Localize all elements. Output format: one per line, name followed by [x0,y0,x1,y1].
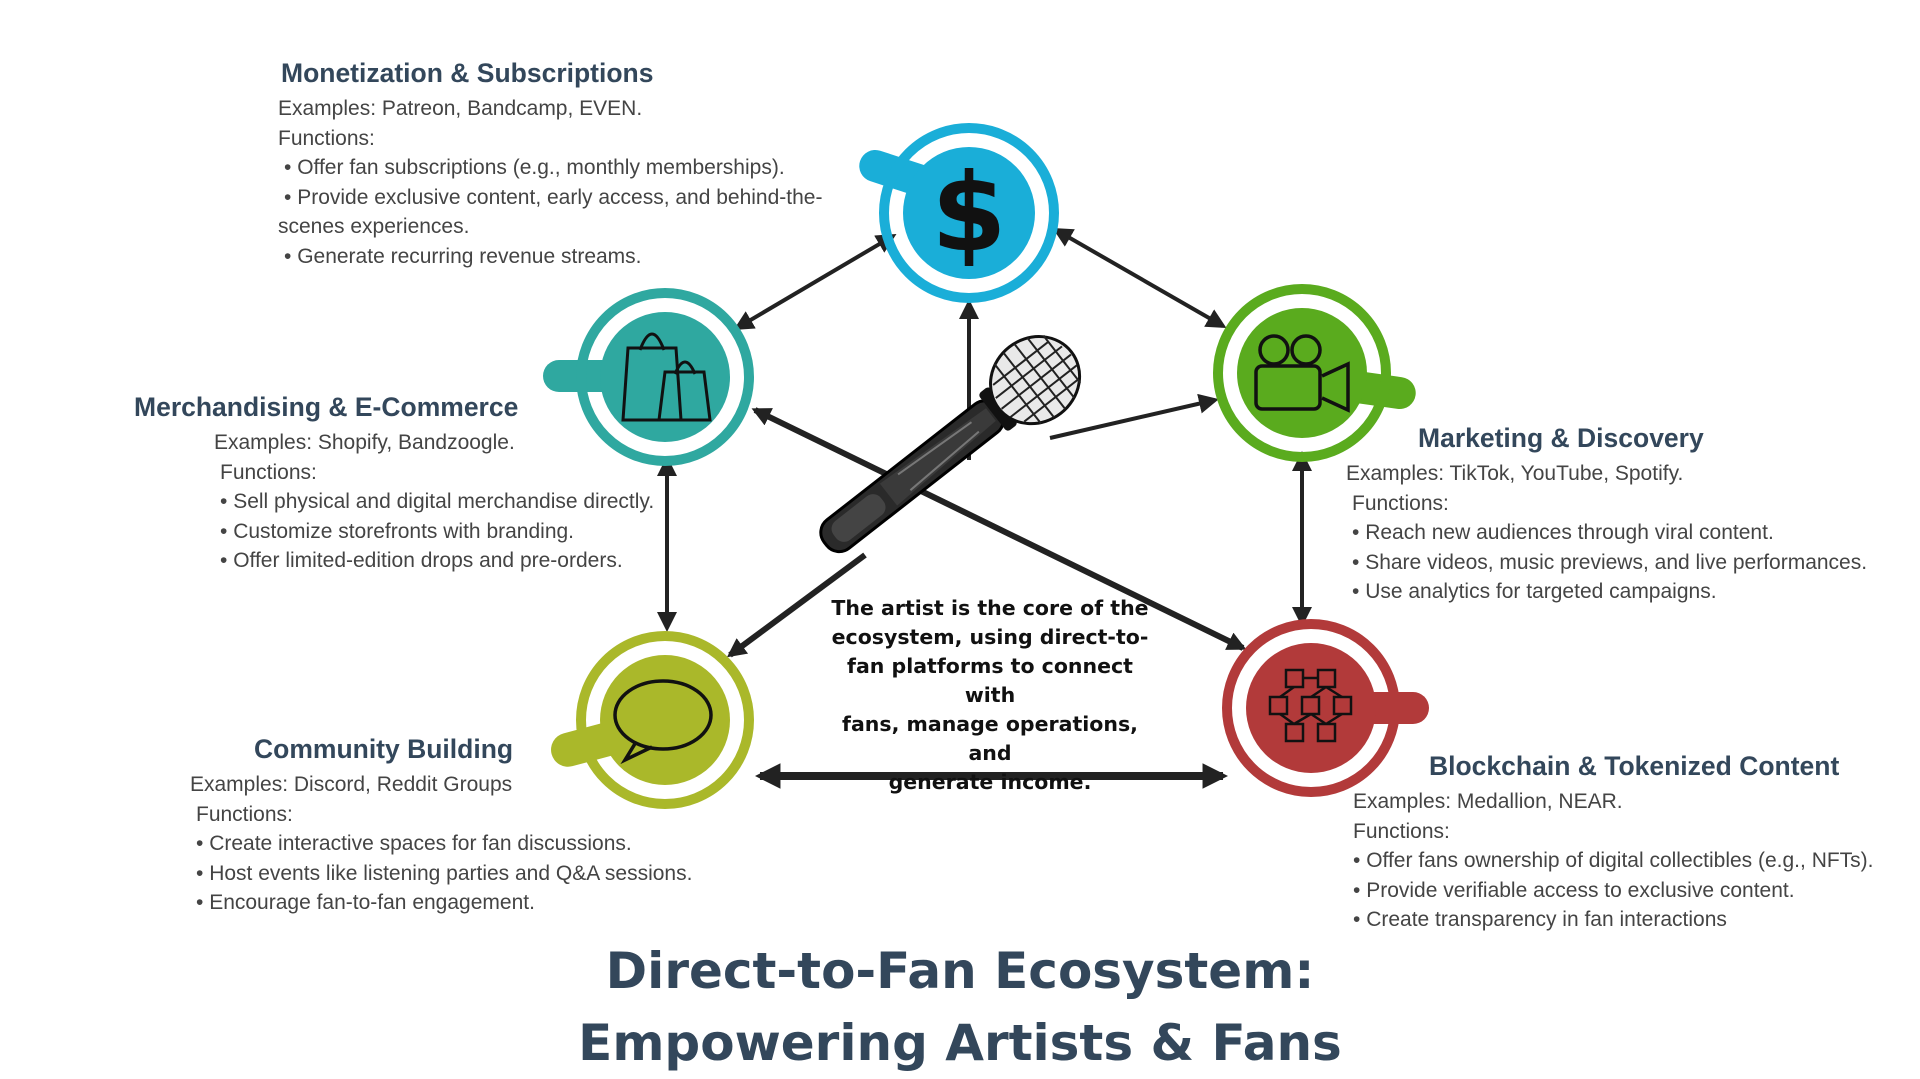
center-caption-line: The artist is the core of the [831,596,1149,620]
monetization-functions-label: Functions: [278,126,375,150]
community-block: Community Building Examples: Discord, Re… [190,732,692,918]
marketing-examples: Examples: TikTok, YouTube, Spotify. [1346,462,1684,485]
marketing-block: Marketing & Discovery Examples: TikTok, … [1346,421,1867,607]
blockchain-item: Offer fans ownership of digital collecti… [1353,846,1873,876]
node-marketing [1213,284,1416,462]
node-blockchain [1222,619,1429,797]
marketing-functions-label: Functions: [1352,491,1449,515]
monetization-item: Generate recurring revenue streams. [278,242,822,272]
center-caption: The artist is the core of the ecosystem,… [830,594,1150,797]
marketing-title: Marketing & Discovery [1418,423,1704,453]
node-merch [543,288,754,466]
monetization-item: Offer fan subscriptions (e.g., monthly m… [278,153,822,183]
marketing-item: Use analytics for targeted campaigns. [1346,577,1867,607]
merch-item: Offer limited-edition drops and pre-orde… [214,546,654,576]
merch-title: Merchandising & E-Commerce [134,392,519,422]
arrow-merch-blockchain [751,407,1247,651]
community-item: Create interactive spaces for fan discus… [190,829,692,859]
blockchain-item: Create transparency in fan interactions [1353,905,1874,935]
arrow-merch-monetization [733,233,897,331]
shopping-bags-icon [621,332,712,422]
main-title-line2: Empowering Artists & Fans [578,1014,1342,1072]
monetization-block: Monetization & Subscriptions Examples: P… [278,56,822,272]
arrow-center-marketing [1049,393,1219,440]
community-item: Encourage fan-to-fan engagement. [190,888,692,918]
speech-bubble-icon [613,679,713,765]
community-item: Host events like listening parties and Q… [190,859,692,889]
community-title: Community Building [254,734,514,764]
community-examples: Examples: Discord, Reddit Groups [190,773,513,796]
center-caption-line: fan platforms to connect with [847,654,1133,707]
merch-examples: Examples: Shopify, Bandzoogle. [214,431,515,454]
microphone-icon [819,334,1082,554]
merch-functions-label: Functions: [220,460,317,484]
main-title: Direct-to-Fan Ecosystem: Empowering Arti… [0,935,1920,1079]
blockchain-examples: Examples: Medallion, NEAR. [1353,790,1623,813]
monetization-title: Monetization & Subscriptions [281,58,654,88]
center-caption-line: fans, manage operations, and [842,712,1138,765]
center-caption-line: generate income. [888,770,1092,794]
arrow-monetization-marketing [1052,228,1227,328]
blockchain-item: Provide verifiable access to exclusive c… [1353,876,1874,906]
blockchain-title: Blockchain & Tokenized Content [1429,751,1840,781]
community-functions-label: Functions: [196,802,293,826]
merch-item: Sell physical and digital merchandise di… [214,487,654,517]
marketing-item: Reach new audiences through viral conten… [1346,518,1867,548]
monetization-item-continued: scenes experiences. [278,215,470,239]
blockchain-cubes-icon [1268,668,1353,743]
node-monetization: $ [859,123,1059,303]
video-camera-icon [1254,334,1350,413]
marketing-item: Share videos, music previews, and live p… [1346,548,1867,578]
center-caption-line: ecosystem, using direct-to- [831,625,1149,649]
blockchain-functions-label: Functions: [1353,819,1450,843]
merch-item: Customize storefronts with branding. [214,517,654,547]
svg-text:$: $ [931,151,1006,276]
merch-block: Merchandising & E-Commerce Examples: Sho… [134,390,654,576]
node-community [551,631,754,809]
blockchain-block: Blockchain & Tokenized Content Examples:… [1353,749,1874,935]
monetization-examples: Examples: Patreon, Bandcamp, EVEN. [278,97,643,120]
monetization-item: Provide exclusive content, early access,… [278,183,822,213]
dollar-icon: $ [931,151,1006,276]
main-title-line1: Direct-to-Fan Ecosystem: [605,942,1315,1000]
